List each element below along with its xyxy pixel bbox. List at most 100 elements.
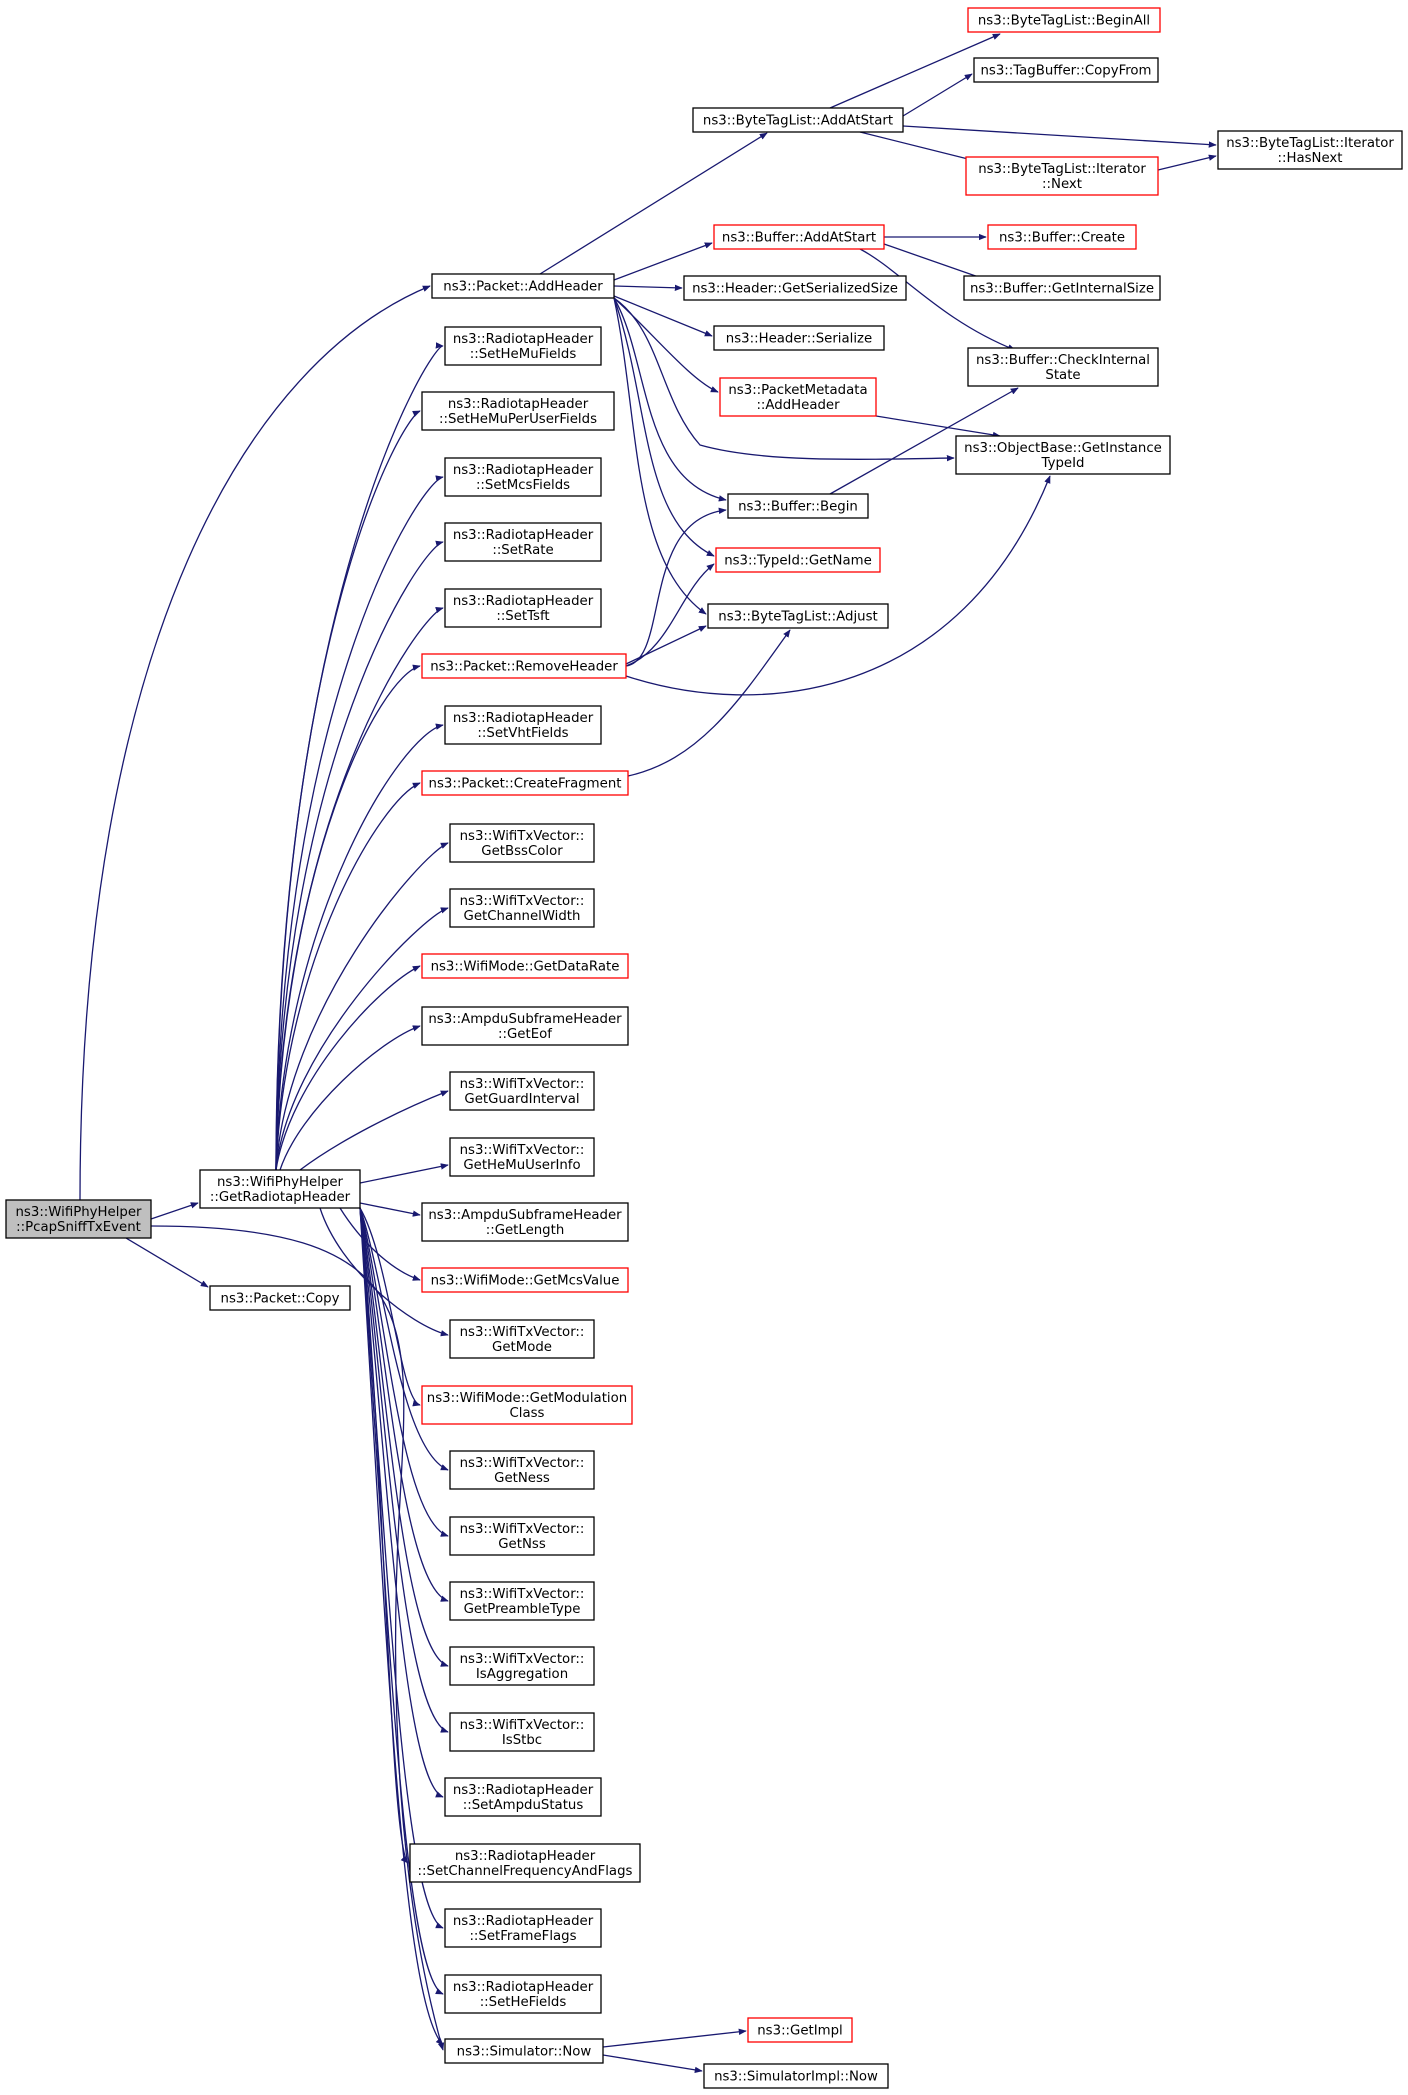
node-label-line: GetNss [498, 1537, 546, 1552]
node-is-aggregation[interactable]: ns3::WifiTxVector::IsAggregation [449, 1646, 595, 1686]
edge-root-to-packet_add_header [79, 285, 431, 1201]
edge-arrow [829, 387, 1019, 495]
node-set-he-mu-per-user-fields[interactable]: ns3::RadiotapHeader::SetHeMuPerUserField… [421, 391, 615, 431]
node-get-guard-interval[interactable]: ns3::WifiTxVector::GetGuardInterval [449, 1071, 595, 1111]
node-get-mode[interactable]: ns3::WifiTxVector::GetMode [449, 1319, 595, 1359]
node-typeid-get-name[interactable]: ns3::TypeId::GetName [715, 547, 881, 573]
edge-packet_add_header-to-bytetaglist_adjust [613, 297, 707, 615]
node-set-channel-freq[interactable]: ns3::RadiotapHeader::SetChannelFrequency… [409, 1843, 641, 1883]
node-label-line: ns3::RadiotapHeader [453, 1980, 594, 1995]
node-buffer-begin[interactable]: ns3::Buffer::Begin [727, 493, 869, 519]
edge-arrow [359, 1207, 449, 1667]
node-set-he-mu-fields[interactable]: ns3::RadiotapHeader::SetHeMuFields [444, 326, 602, 366]
node-get-eof[interactable]: ns3::AmpduSubframeHeader::GetEof [421, 1006, 629, 1046]
node-bytetaglist-add-at-start[interactable]: ns3::ByteTagList::AddAtStart [692, 107, 904, 133]
node-set-ampdu-status[interactable]: ns3::RadiotapHeader::SetAmpduStatus [444, 1777, 602, 1817]
node-get-data-rate[interactable]: ns3::WifiMode::GetDataRate [421, 953, 629, 979]
node-label-line: ns3::Packet::RemoveHeader [430, 660, 618, 675]
node-get-mcs-value[interactable]: ns3::WifiMode::GetMcsValue [421, 1267, 629, 1293]
node-get-radiotap-header[interactable]: ns3::WifiPhyHelper::GetRadiotapHeader [199, 1169, 361, 1209]
node-label-line: ns3::ByteTagList::Iterator [1226, 136, 1394, 151]
node-packet-add-header[interactable]: ns3::Packet::AddHeader [431, 273, 615, 299]
edge-arrow [359, 1207, 449, 1602]
node-box [421, 391, 615, 431]
node-box [987, 224, 1137, 250]
node-set-vht-fields[interactable]: ns3::RadiotapHeader::SetVhtFields [444, 705, 602, 745]
node-packet-create-fragment[interactable]: ns3::Packet::CreateFragment [421, 770, 629, 796]
node-label-line: ::SetChannelFrequencyAndFlags [418, 1864, 633, 1879]
edge-arrow [359, 1202, 421, 1217]
node-label-line: ns3::Header::Serialize [726, 332, 872, 347]
node-box [719, 377, 877, 417]
node-is-stbc[interactable]: ns3::WifiTxVector::IsStbc [449, 1712, 595, 1752]
node-box [444, 705, 602, 745]
node-get-bss-color[interactable]: ns3::WifiTxVector::GetBssColor [449, 823, 595, 863]
node-label-line: ns3::WifiPhyHelper [16, 1205, 143, 1220]
node-simulator-impl-now[interactable]: ns3::SimulatorImpl::Now [703, 2063, 889, 2089]
edge-arrow [359, 1207, 444, 2046]
node-label-line: ns3::WifiTxVector:: [460, 1325, 585, 1340]
node-bytetaglist-begin-all[interactable]: ns3::ByteTagList::BeginAll [967, 7, 1161, 33]
node-get-ness[interactable]: ns3::WifiTxVector::GetNess [449, 1450, 595, 1490]
edge-buffer_add_at_start-to-buffer_check_internal_state [859, 248, 1016, 351]
node-get-length[interactable]: ns3::AmpduSubframeHeader::GetLength [421, 1202, 629, 1242]
node-simulator-now[interactable]: ns3::Simulator::Now [444, 2038, 604, 2064]
node-buffer-create[interactable]: ns3::Buffer::Create [987, 224, 1137, 250]
node-get-he-mu-user-info[interactable]: ns3::WifiTxVector::GetHeMuUserInfo [449, 1137, 595, 1177]
node-packet-copy[interactable]: ns3::Packet::Copy [209, 1285, 351, 1311]
node-iterator-has-next[interactable]: ns3::ByteTagList::Iterator::HasNext [1217, 130, 1403, 170]
node-packet-remove-header[interactable]: ns3::Packet::RemoveHeader [421, 653, 627, 679]
node-set-he-fields[interactable]: ns3::RadiotapHeader::SetHeFields [444, 1974, 602, 2014]
node-label-line: ns3::Buffer::CheckInternal [976, 353, 1150, 368]
edge-arrow [613, 284, 683, 291]
edge-arrow [275, 540, 444, 1171]
node-label-line: ns3::WifiTxVector:: [460, 1587, 585, 1602]
node-label-line: ns3::Simulator::Now [457, 2045, 592, 2060]
node-set-frame-flags[interactable]: ns3::RadiotapHeader::SetFrameFlags [444, 1908, 602, 1948]
edge-get_radiotap_header-to-set_he_mu_per_user_fields [275, 410, 421, 1171]
node-set-tsft[interactable]: ns3::RadiotapHeader::SetTsft [444, 588, 602, 628]
node-iterator-next[interactable]: ns3::ByteTagList::Iterator::Next [965, 156, 1159, 196]
edge-arrow [625, 507, 727, 667]
edge-arrow [539, 132, 768, 275]
node-buffer-add-at-start[interactable]: ns3::Buffer::AddAtStart [713, 224, 885, 250]
node-label-line: ns3::ByteTagList::AddAtStart [703, 114, 893, 129]
node-box [449, 1712, 595, 1752]
node-buffer-get-internal-size[interactable]: ns3::Buffer::GetInternalSize [963, 275, 1161, 301]
node-label-line: ns3::ByteTagList::BeginAll [978, 14, 1150, 29]
node-get-nss[interactable]: ns3::WifiTxVector::GetNss [449, 1516, 595, 1556]
node-box [747, 2017, 853, 2043]
node-set-rate[interactable]: ns3::RadiotapHeader::SetRate [444, 522, 602, 562]
call-edges [79, 33, 1217, 2074]
node-tagbuffer-copy-from[interactable]: ns3::TagBuffer::CopyFrom [973, 57, 1159, 83]
node-header-get-serialized-size[interactable]: ns3::Header::GetSerializedSize [683, 275, 907, 301]
edge-arrow [359, 1207, 449, 1471]
node-label-line: ns3::WifiTxVector:: [460, 1652, 585, 1667]
edge-root-to-packet_copy [125, 1237, 209, 1288]
edge-root-to-simulator_now [150, 1225, 445, 2051]
node-label-line: ns3::RadiotapHeader [453, 1914, 594, 1929]
node-bytetaglist-adjust[interactable]: ns3::ByteTagList::Adjust [707, 603, 889, 629]
edge-get_radiotap_header-to-is_stbc [359, 1207, 449, 1733]
edge-buffer_add_at_start-to-buffer_get_internal_size [883, 243, 991, 282]
node-label-line: ns3::WifiMode::GetMcsValue [431, 1274, 620, 1289]
node-get-preamble-type[interactable]: ns3::WifiTxVector::GetPreambleType [449, 1581, 595, 1621]
edge-arrow [613, 297, 719, 393]
edge-root-to-get_radiotap_header [150, 1202, 199, 1220]
edge-arrow [625, 475, 1051, 696]
node-label-line: IsAggregation [476, 1667, 568, 1682]
node-get-impl[interactable]: ns3::GetImpl [747, 2017, 853, 2043]
node-set-mcs-fields[interactable]: ns3::RadiotapHeader::SetMcsFields [444, 457, 602, 497]
node-label-line: ns3::WifiTxVector:: [460, 894, 585, 909]
node-box [449, 1319, 595, 1359]
node-get-channel-width[interactable]: ns3::WifiTxVector::GetChannelWidth [449, 888, 595, 928]
node-label-line: ::HasNext [1277, 151, 1342, 166]
node-header-serialize[interactable]: ns3::Header::Serialize [713, 325, 885, 351]
node-packet-metadata-add-header[interactable]: ns3::PacketMetadata::AddHeader [719, 377, 877, 417]
node-box [967, 7, 1161, 33]
node-label-line: ns3::Buffer::Begin [738, 500, 858, 515]
node-label-line: ns3::ObjectBase::GetInstance [964, 441, 1162, 456]
